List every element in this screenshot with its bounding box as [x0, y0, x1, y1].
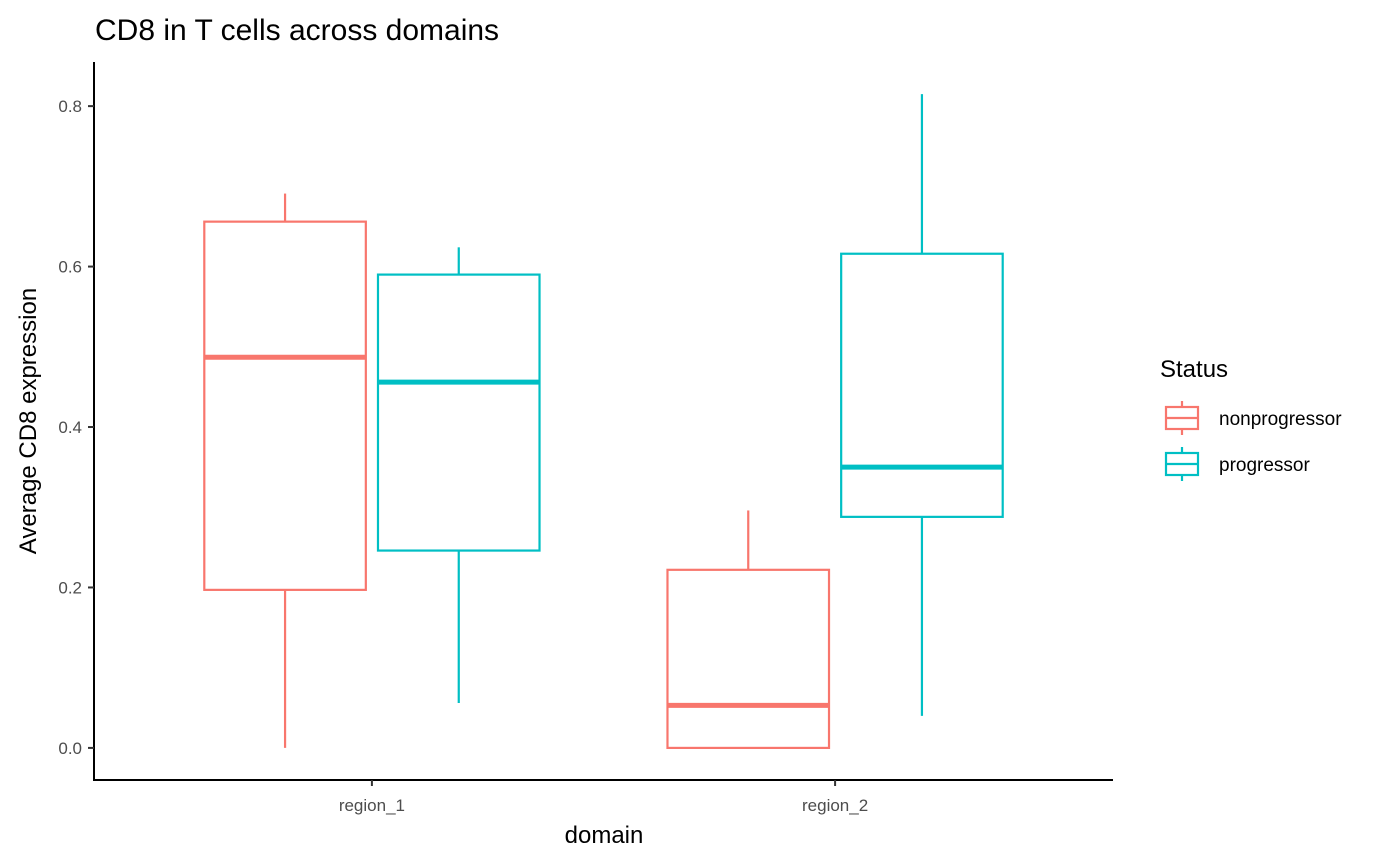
legend-item-progressor: progressor — [1164, 447, 1310, 481]
box-iqr — [376, 273, 541, 552]
legend: Status nonprogressor progressor — [1160, 356, 1342, 481]
x-tick-label: region_2 — [802, 796, 868, 815]
box-nonprogressor-region_2 — [666, 510, 831, 750]
y-tick-label: 0.8 — [58, 97, 82, 116]
axes — [93, 62, 1113, 781]
plot-area — [203, 94, 1004, 750]
ticks: 0.0 0.2 0.4 0.6 0.8 region_1 region_2 — [58, 97, 868, 815]
x-tick-label: region_1 — [339, 796, 405, 815]
y-tick-label: 0.4 — [58, 418, 82, 437]
y-tick-label: 0.2 — [58, 578, 82, 597]
x-axis-title: domain — [565, 822, 644, 849]
box-progressor-region_1 — [376, 247, 541, 703]
box-iqr — [666, 568, 831, 750]
y-tick-label: 0.6 — [58, 258, 82, 277]
legend-label: progressor — [1219, 455, 1310, 476]
legend-item-nonprogressor: nonprogressor — [1164, 401, 1342, 435]
legend-title: Status — [1160, 356, 1228, 383]
chart-title: CD8 in T cells across domains — [95, 14, 499, 47]
y-tick-label: 0.0 — [58, 739, 82, 758]
y-axis-title: Average CD8 expression — [15, 288, 42, 554]
box-iqr — [203, 220, 367, 591]
legend-label: nonprogressor — [1219, 409, 1342, 430]
box-nonprogressor-region_1 — [203, 193, 367, 748]
legend-items: nonprogressor progressor — [1164, 401, 1342, 481]
box-iqr — [840, 252, 1004, 518]
box-progressor-region_2 — [840, 94, 1004, 716]
